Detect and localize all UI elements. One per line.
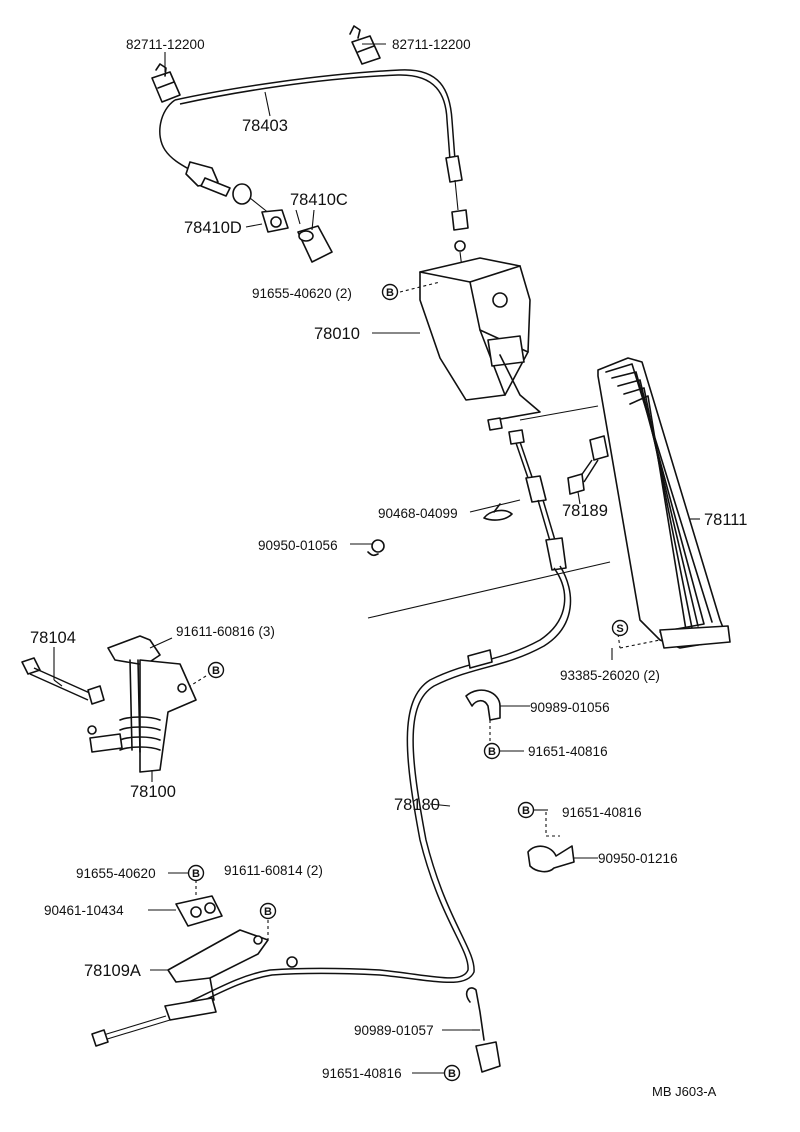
- label-cable-78403: 78403: [242, 117, 288, 135]
- rod-78104-icon: [21, 657, 105, 705]
- label-ring-90950: 90950-01056: [258, 538, 338, 553]
- cable-78180: [184, 565, 572, 1009]
- cable-78180-upper: [508, 429, 567, 571]
- label-bolt-91655-low: 91655-40620: [76, 866, 156, 881]
- label-bracket-78109A: 78109A: [84, 962, 141, 980]
- badge-b-91651-b: B: [517, 801, 535, 819]
- cable-end-lower-icon: [91, 997, 217, 1047]
- svg-text:B: B: [488, 746, 496, 758]
- leader-lines: [53, 43, 700, 1074]
- label-assy-78100: 78100: [130, 783, 176, 801]
- label-rod-78104: 78104: [30, 629, 76, 647]
- svg-text:S: S: [616, 623, 623, 635]
- ring-90950-icon: [367, 539, 385, 557]
- label-bolt-91651-a: 91651-40816: [528, 744, 608, 759]
- badge-b-91651-c: B: [443, 1064, 461, 1082]
- clamp-90461-icon: [175, 880, 223, 927]
- label-clamp-90950-01216: 90950-01216: [598, 851, 678, 866]
- label-78410D: 78410D: [184, 219, 242, 237]
- label-78410C: 78410C: [290, 191, 348, 209]
- label-pedal-78111: 78111: [704, 511, 747, 529]
- svg-text:B: B: [386, 287, 394, 299]
- svg-text:B: B: [264, 906, 272, 918]
- badge-s-93385: S: [611, 619, 629, 637]
- svg-text:B: B: [522, 805, 530, 817]
- clip-82711-left-icon: [151, 63, 181, 103]
- label-78189: 78189: [562, 502, 608, 520]
- badge-b-91651-a: B: [483, 742, 501, 760]
- label-bolt-91655-top: 91655-40620 (2): [252, 286, 352, 301]
- label-clip-top-right: 82711-12200: [392, 37, 471, 52]
- label-clip-top-left: 82711-12200: [126, 37, 205, 52]
- cable-fitting-icon: [185, 161, 271, 215]
- badge-b-91655-low: B: [187, 864, 205, 882]
- label-screw-93385: 93385-26020 (2): [560, 668, 660, 683]
- clamp-90950-01216-icon: [527, 812, 598, 873]
- nut-78410D-icon: [261, 209, 289, 233]
- assy-78100-icon: [87, 635, 197, 773]
- clamp-90989-01057-icon: [465, 987, 501, 1073]
- cable-adjuster-icon: [445, 155, 469, 269]
- badge-b-91611-2: B: [259, 902, 277, 920]
- clip-90468-icon: [483, 503, 513, 521]
- bracket-78010-icon: [419, 257, 541, 431]
- label-bolt-91611-2: 91611-60814 (2): [224, 863, 323, 878]
- bracket-78109A-icon: [167, 920, 298, 1001]
- stopper-78189-icon: [567, 435, 609, 495]
- grommet-78410C-icon: [297, 209, 333, 263]
- label-clamp-90989-01057: 90989-01057: [354, 1023, 434, 1038]
- svg-text:B: B: [212, 665, 220, 677]
- diagram-code: MB J603-A: [652, 1084, 717, 1099]
- screw-93385-icon: [617, 633, 661, 649]
- firewall-line: [367, 561, 611, 619]
- pedal-78111-icon: [597, 357, 731, 649]
- cable-78403: [159, 69, 456, 181]
- label-bolt-91651-b: 91651-40816: [562, 805, 642, 820]
- label-cable-78180: 78180: [394, 796, 440, 814]
- clamp-90989-01056-icon: [465, 689, 530, 742]
- label-bolt-91611-3: 91611-60816 (3): [176, 624, 275, 639]
- label-clamp-90461: 90461-10434: [44, 903, 124, 918]
- clip-82711-right-icon: [349, 25, 381, 65]
- svg-text:B: B: [448, 1068, 456, 1080]
- badge-b-91611-3: B: [207, 661, 225, 679]
- badge-b-91655-top: B: [381, 283, 399, 301]
- label-bolt-91651-c: 91651-40816: [322, 1066, 402, 1081]
- label-clip-90468: 90468-04099: [378, 506, 458, 521]
- label-clamp-90989-01056: 90989-01056: [530, 700, 610, 715]
- label-bracket-78010: 78010: [314, 325, 360, 343]
- pedal-link-line: [519, 405, 599, 421]
- svg-text:B: B: [192, 868, 200, 880]
